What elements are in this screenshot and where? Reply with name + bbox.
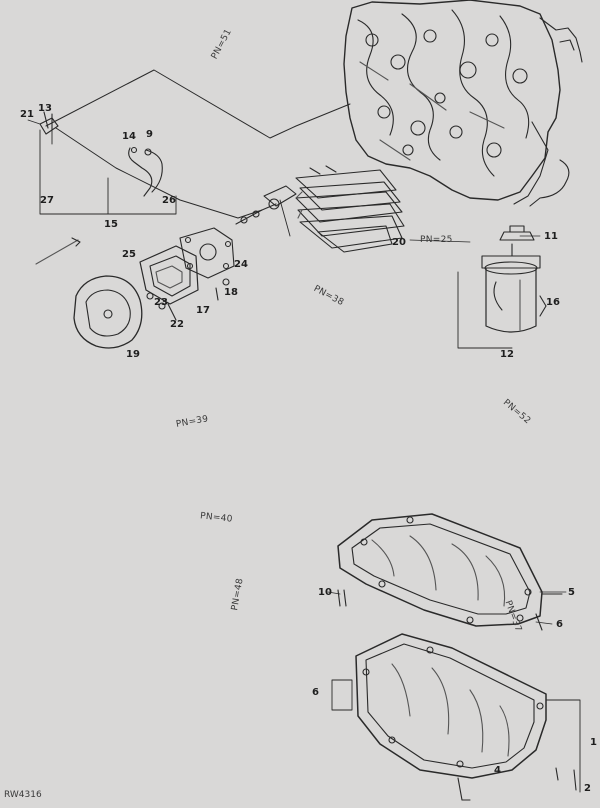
- engine-block: [343, 0, 583, 207]
- callout-2: 2: [584, 783, 591, 794]
- oil-pan-lower: [331, 633, 581, 801]
- callout-27: 27: [40, 195, 54, 206]
- callout-13: 13: [38, 103, 52, 114]
- callout-16: 16: [546, 297, 560, 308]
- callout-9: 9: [146, 129, 153, 140]
- pump-cover-group: [35, 185, 297, 349]
- callout-1: 1: [590, 737, 597, 748]
- oil-filter-assembly: [457, 225, 547, 349]
- callout-10: 10: [318, 587, 332, 598]
- callout-15: 15: [104, 219, 118, 230]
- callout-6-upper: 6: [556, 619, 563, 630]
- callout-19: 19: [126, 349, 140, 360]
- oil-pan-upper: [337, 513, 563, 631]
- oil-cooler-plates: [295, 165, 405, 253]
- callout-22: 22: [170, 319, 184, 330]
- callout-12: 12: [500, 349, 514, 360]
- reference-label-pn25: PN=25: [420, 235, 453, 245]
- callout-6-lower: 6: [312, 687, 319, 698]
- figure-id: RW4316: [4, 790, 42, 800]
- callout-24: 24: [234, 259, 248, 270]
- callout-4: 4: [494, 765, 501, 776]
- dipstick-assembly: [39, 69, 351, 219]
- callout-14: 14: [122, 131, 136, 142]
- callout-17: 17: [196, 305, 210, 316]
- callout-26: 26: [162, 195, 176, 206]
- callout-21: 21: [20, 109, 34, 120]
- callout-23: 23: [154, 297, 168, 308]
- callout-25: 25: [122, 249, 136, 260]
- callout-20: 20: [392, 237, 406, 248]
- leader-lines: [27, 119, 567, 625]
- callout-11: 11: [544, 231, 558, 242]
- callout-5: 5: [568, 587, 575, 598]
- callout-18: 18: [224, 287, 238, 298]
